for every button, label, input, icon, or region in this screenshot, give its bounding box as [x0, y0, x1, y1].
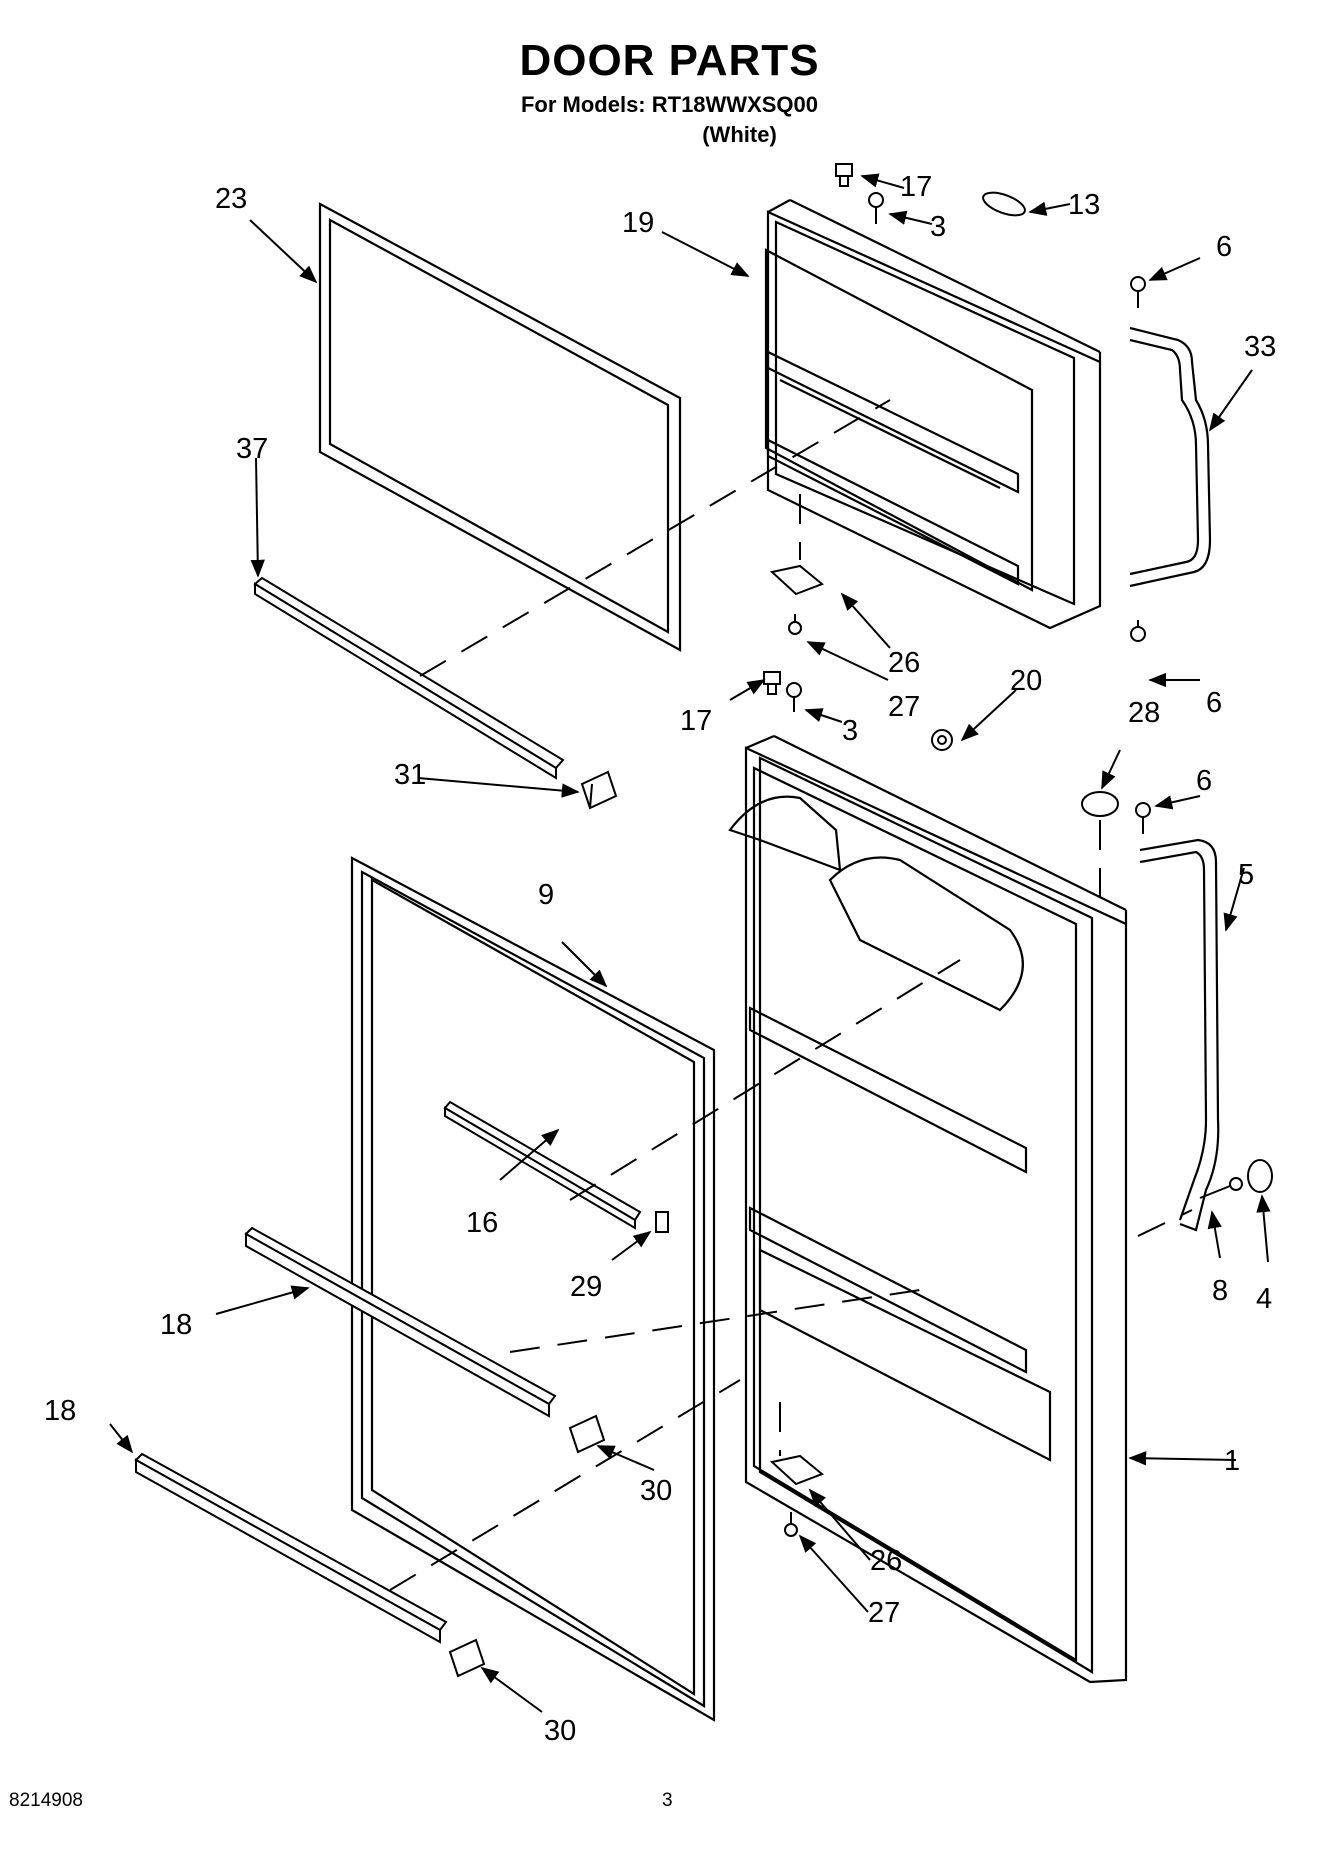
fresh-food-door-gasket — [350, 856, 716, 1722]
strip-clip-30a — [568, 1414, 606, 1454]
callout-27-lower: 27 — [868, 1597, 900, 1629]
callout-6-top: 6 — [1216, 231, 1232, 263]
callout-3-lower: 3 — [842, 715, 858, 747]
callout-17-upper: 17 — [900, 171, 932, 203]
breaker-strip-18a — [244, 1226, 557, 1418]
callout-37: 37 — [236, 433, 268, 465]
models-line: For Models: RT18WWXSQ00 — [520, 92, 819, 117]
callout-16: 16 — [466, 1207, 498, 1239]
breaker-strip-16 — [443, 1100, 642, 1230]
callout-26-upper: 26 — [888, 647, 920, 679]
page-title: DOOR PARTS — [519, 36, 820, 85]
callout-9: 9 — [538, 879, 554, 911]
color-line: (White) — [702, 122, 777, 147]
callout-18-upper: 18 — [160, 1309, 192, 1341]
callout-17-lower: 17 — [680, 705, 712, 737]
strip-clip-30b — [448, 1638, 486, 1678]
freezer-breaker-strip — [253, 576, 565, 780]
callout-27-upper: 27 — [888, 691, 920, 723]
callout-4: 4 — [1256, 1283, 1272, 1315]
breaker-strip-18b — [134, 1452, 448, 1644]
callout-3-upper: 3 — [930, 211, 946, 243]
callout-19: 19 — [622, 207, 654, 239]
callout-30-upper: 30 — [640, 1475, 672, 1507]
callout-leaders — [109, 173, 1271, 1713]
callout-18-lower: 18 — [44, 1395, 76, 1427]
freezer-door-gasket — [318, 202, 682, 652]
callout-13: 13 — [1068, 189, 1100, 221]
callout-23: 23 — [215, 183, 247, 215]
freezer-door — [764, 199, 1102, 630]
callout-5: 5 — [1238, 859, 1254, 891]
freezer-door-handle — [1129, 326, 1212, 588]
callout-28: 28 — [1128, 697, 1160, 729]
page-number: 3 — [662, 1790, 673, 1811]
callout-30-lower: 30 — [544, 1715, 576, 1747]
callout-20: 20 — [1010, 665, 1042, 697]
fresh-food-door — [728, 734, 1128, 1684]
callout-26-lower: 26 — [870, 1545, 902, 1577]
fresh-food-door-handle — [1139, 838, 1220, 1232]
callout-6-mid: 6 — [1206, 687, 1222, 719]
assembly-dashed-lines — [389, 399, 1193, 1591]
strip-clip-29 — [655, 1211, 669, 1233]
callout-1: 1 — [1224, 1445, 1240, 1477]
strip-clip-31 — [580, 770, 618, 810]
callout-labels: 23 19 17 3 13 6 33 37 26 27 20 28 6 17 3… — [44, 171, 1276, 1747]
callout-29: 29 — [570, 1271, 602, 1303]
doc-number: 8214908 — [9, 1790, 83, 1811]
callout-31: 31 — [394, 759, 426, 791]
callout-8: 8 — [1212, 1275, 1228, 1307]
hardware-parts — [763, 163, 1273, 1537]
callout-6-lower: 6 — [1196, 765, 1212, 797]
callout-33: 33 — [1244, 331, 1276, 363]
